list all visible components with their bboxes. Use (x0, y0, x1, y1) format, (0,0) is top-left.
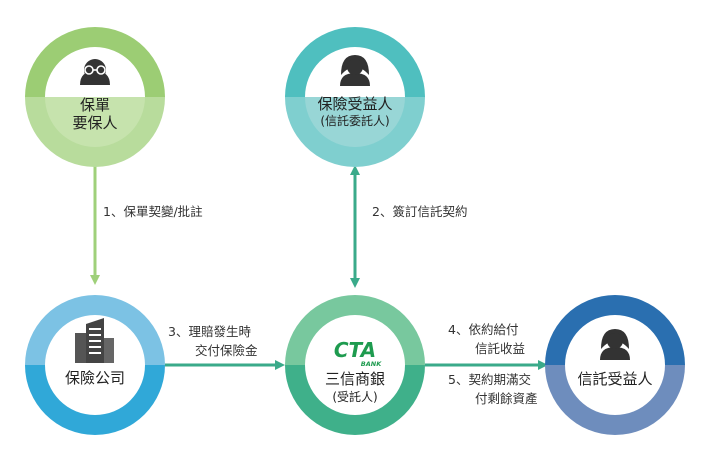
cta-logo-text: CTA (334, 338, 376, 362)
node-trust-beneficiary: 信託受益人 (545, 295, 685, 435)
edge-label-claim-line1: 3、理賠發生時 (168, 324, 251, 339)
edge-label-claim-line2: 交付保險金 (195, 343, 258, 358)
man-with-glasses-icon (80, 59, 110, 85)
node-beneficiary: 保險受益人 (信託委託人) (285, 27, 425, 167)
node-label-insurer: 保險公司 (65, 369, 125, 387)
edge-label-policy-change: 1、保單契變/批註 (103, 204, 203, 219)
edge-label-payout-line1: 4、依約給付 (448, 322, 518, 337)
node-insurer: 保險公司 (25, 295, 165, 435)
cta-logo-bank: BANK (361, 360, 382, 368)
edge-trust-payout: 4、依約給付 信託收益 5、契約期滿交 付剩餘資產 (425, 322, 548, 406)
office-building-icon (75, 318, 114, 363)
node-label-policyholder-line1: 保單 (80, 96, 110, 114)
node-policyholder: 保單 要保人 (25, 27, 165, 167)
node-label-trust-beneficiary: 信託受益人 (577, 370, 652, 388)
edge-label-remain-line1: 5、契約期滿交 (448, 372, 531, 387)
node-label-beneficiary-line1: 保險受益人 (317, 95, 392, 113)
woman-icon (600, 329, 630, 360)
edge-label-sign-trust-contract: 2、簽訂信託契約 (372, 204, 467, 219)
node-trustee: CTA BANK 三信商銀 (受託人) (285, 295, 425, 435)
edge-policy-change: 1、保單契變/批註 (90, 165, 203, 285)
node-label-trustee-line1: 三信商銀 (325, 370, 385, 388)
node-label-beneficiary-line2: (信託委託人) (320, 113, 389, 128)
edge-label-payout-line2: 信託收益 (475, 341, 525, 356)
woman-icon (340, 55, 370, 86)
cta-bank-logo: CTA BANK (334, 338, 382, 368)
node-label-policyholder-line2: 要保人 (72, 114, 117, 132)
edge-claim-payment: 3、理賠發生時 交付保險金 (165, 324, 285, 370)
edge-sign-trust-contract: 2、簽訂信託契約 (350, 165, 467, 288)
node-label-trustee-line2: (受託人) (332, 389, 377, 404)
edge-label-remain-line2: 付剩餘資產 (475, 391, 538, 406)
